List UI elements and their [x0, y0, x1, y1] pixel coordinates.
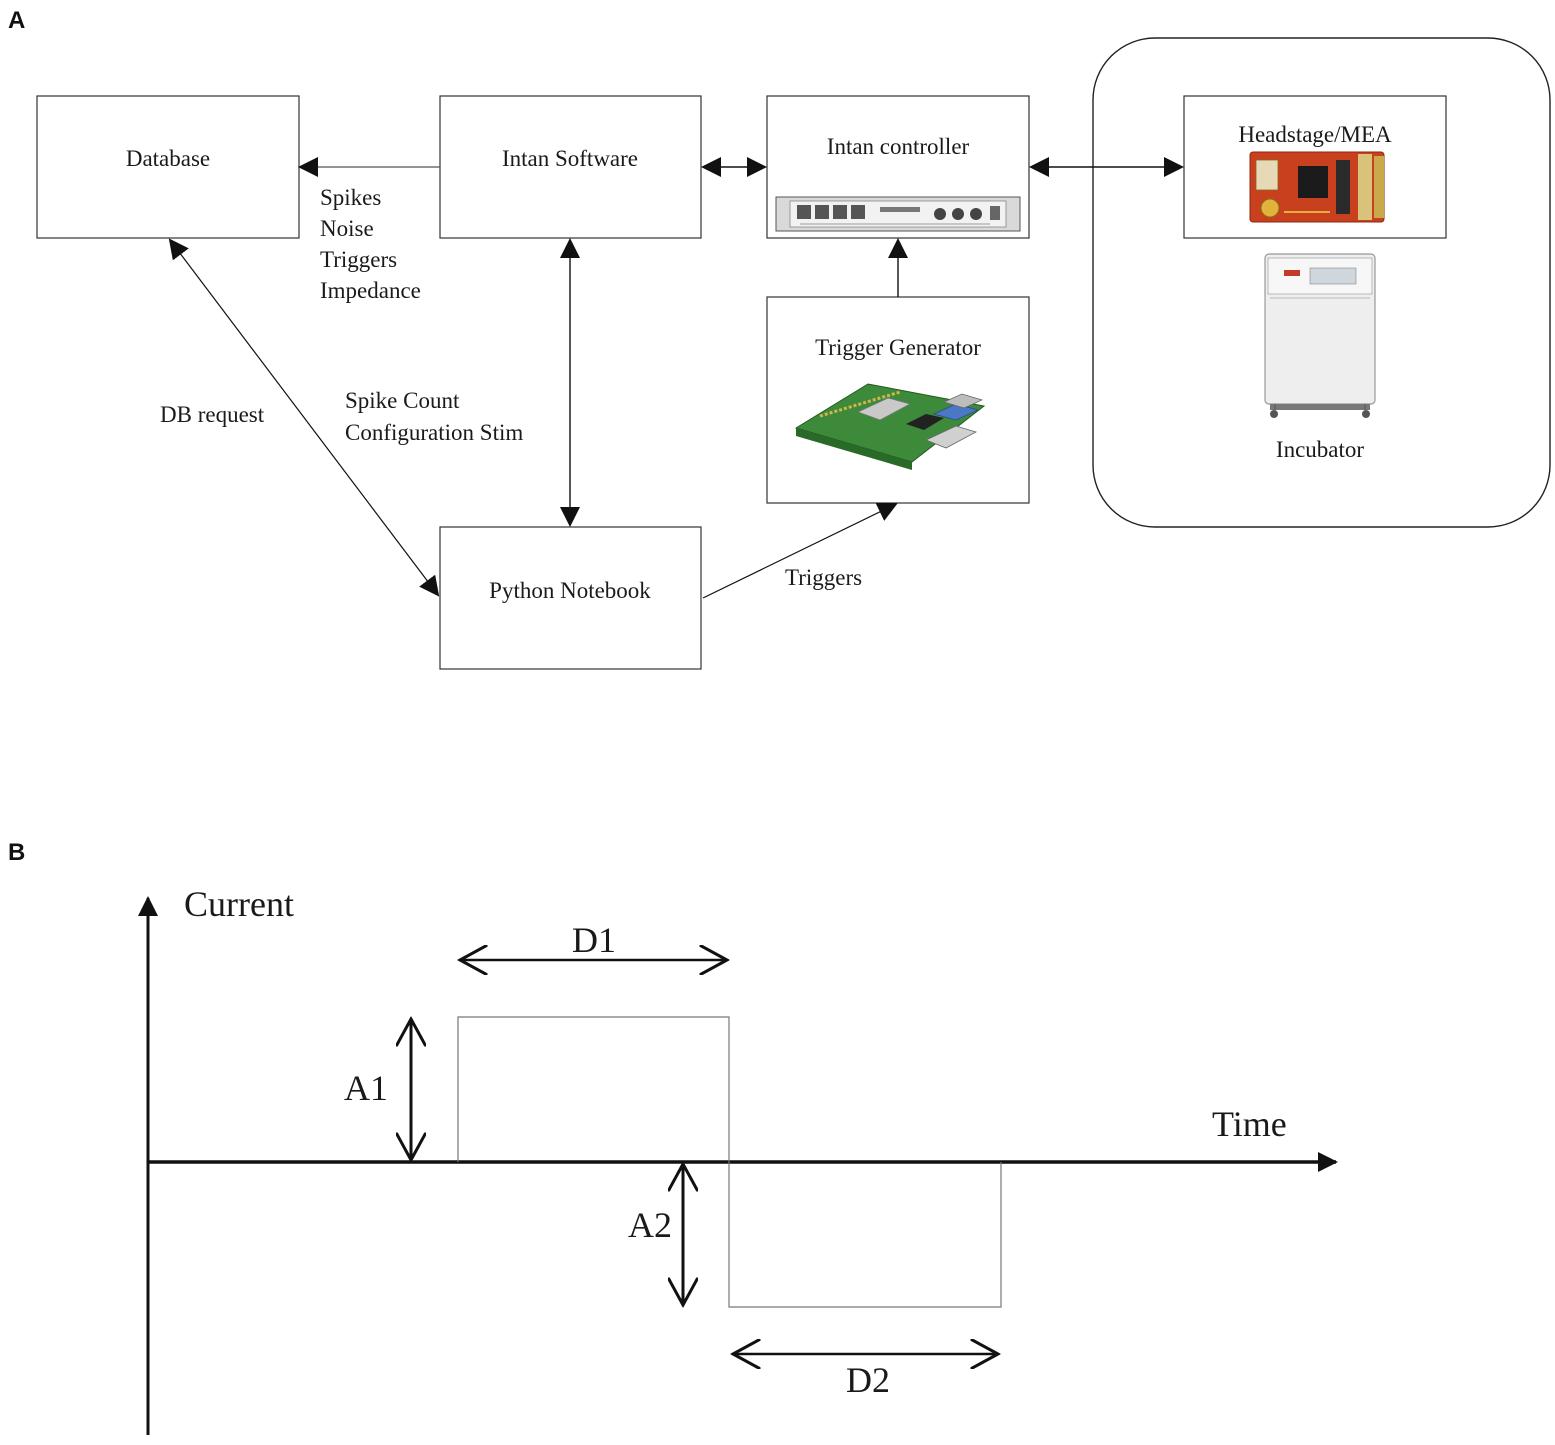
incubator-label: Incubator: [1276, 437, 1364, 462]
trigger-generator-box: Trigger Generator: [766, 296, 1030, 504]
python-notebook-label: Python Notebook: [489, 578, 651, 603]
edge-label-db-request: DB request: [160, 402, 265, 427]
edge-label-impedance: Impedance: [320, 278, 421, 303]
database-label: Database: [126, 146, 210, 171]
intan-software-box: Intan Software: [439, 95, 702, 239]
python-notebook-box: Python Notebook: [439, 526, 702, 670]
edge-label-triggers: Triggers: [320, 247, 397, 272]
duration-1-label: D1: [572, 920, 616, 960]
intan-controller-label: Intan controller: [827, 134, 970, 159]
incubator-group-frame: [1092, 37, 1551, 528]
raspberry-pi-image: [794, 383, 986, 470]
headstage-label: Headstage/MEA: [1238, 122, 1392, 147]
negative-phase-pulse: [728, 1162, 1002, 1308]
current-axis-label: Current: [184, 884, 294, 924]
edge-label-noise: Noise: [320, 216, 374, 241]
time-axis-label: Time: [1212, 1104, 1287, 1144]
panel-b-label: B: [8, 839, 25, 866]
notebook-to-trigger-arrow: [702, 502, 898, 599]
positive-phase-pulse: [457, 1016, 730, 1162]
duration-2-label: D2: [846, 1360, 890, 1400]
edge-label-triggers-notebook: Triggers: [785, 565, 862, 590]
controller-device-image: [775, 196, 1021, 232]
headstage-box: Headstage/MEA: [1183, 95, 1447, 239]
incubator-image: [1264, 253, 1376, 418]
trigger-generator-label: Trigger Generator: [815, 335, 981, 360]
edge-label-spike-count: Spike Count: [345, 388, 460, 413]
database-box: Database: [36, 95, 300, 239]
amplitude-2-label: A2: [628, 1205, 672, 1245]
intan-controller-box: Intan controller: [766, 95, 1030, 239]
software-to-database-labels: Spikes Noise Triggers Impedance: [320, 185, 421, 303]
amplitude-1-label: A1: [344, 1068, 388, 1108]
headstage-pcb-image: [1249, 151, 1385, 223]
intan-software-label: Intan Software: [502, 146, 638, 171]
panel-a-label: A: [8, 7, 25, 34]
edge-label-spikes: Spikes: [320, 185, 381, 210]
edge-label-configuration-stim: Configuration Stim: [345, 420, 523, 445]
database-notebook-arrow: [168, 238, 440, 597]
